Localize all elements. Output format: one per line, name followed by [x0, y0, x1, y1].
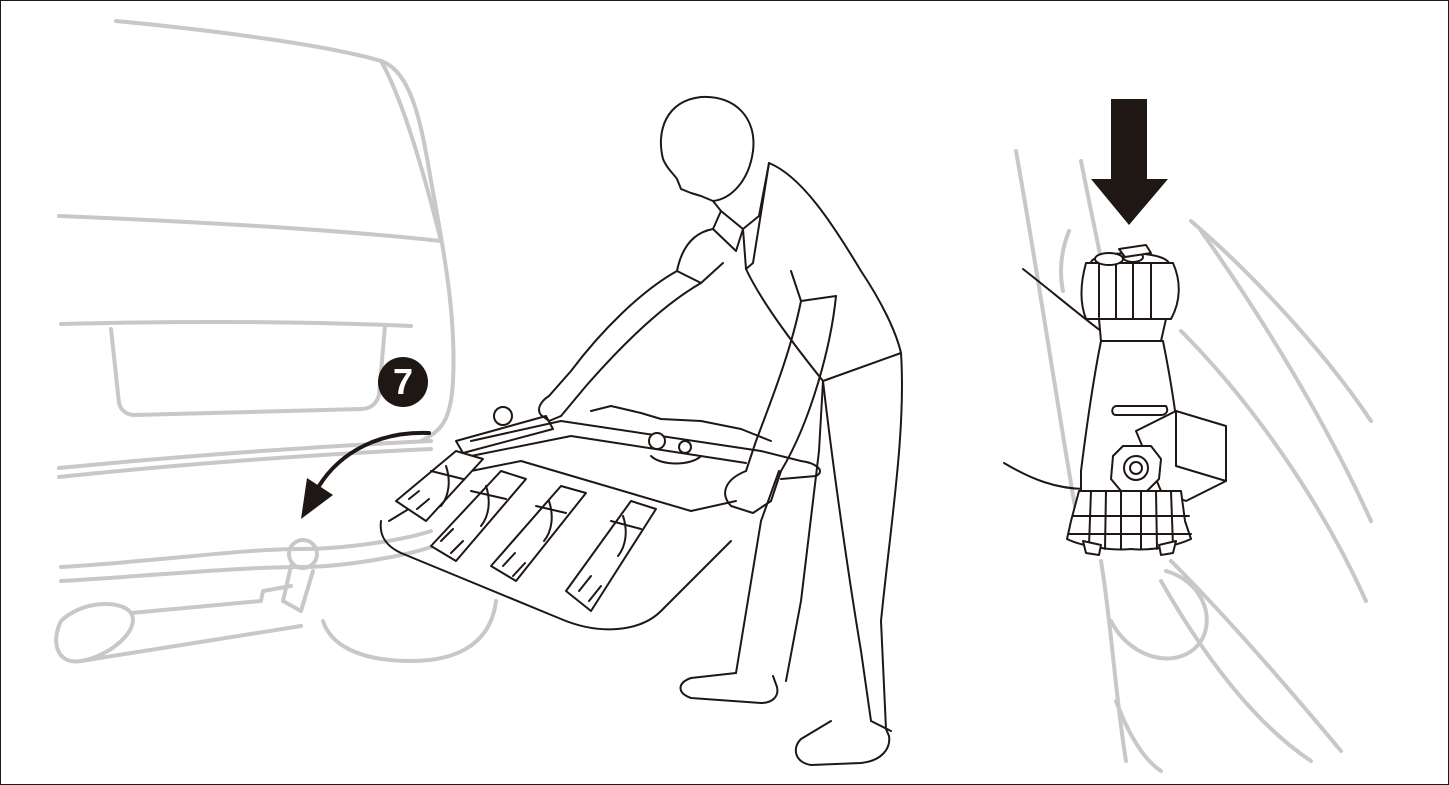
hitch-detail [1004, 151, 1371, 771]
press-down-arrow-icon [1091, 99, 1168, 225]
man-figure [539, 97, 902, 765]
step-number-badge: 7 [378, 357, 428, 407]
bike-carrier [381, 406, 820, 629]
